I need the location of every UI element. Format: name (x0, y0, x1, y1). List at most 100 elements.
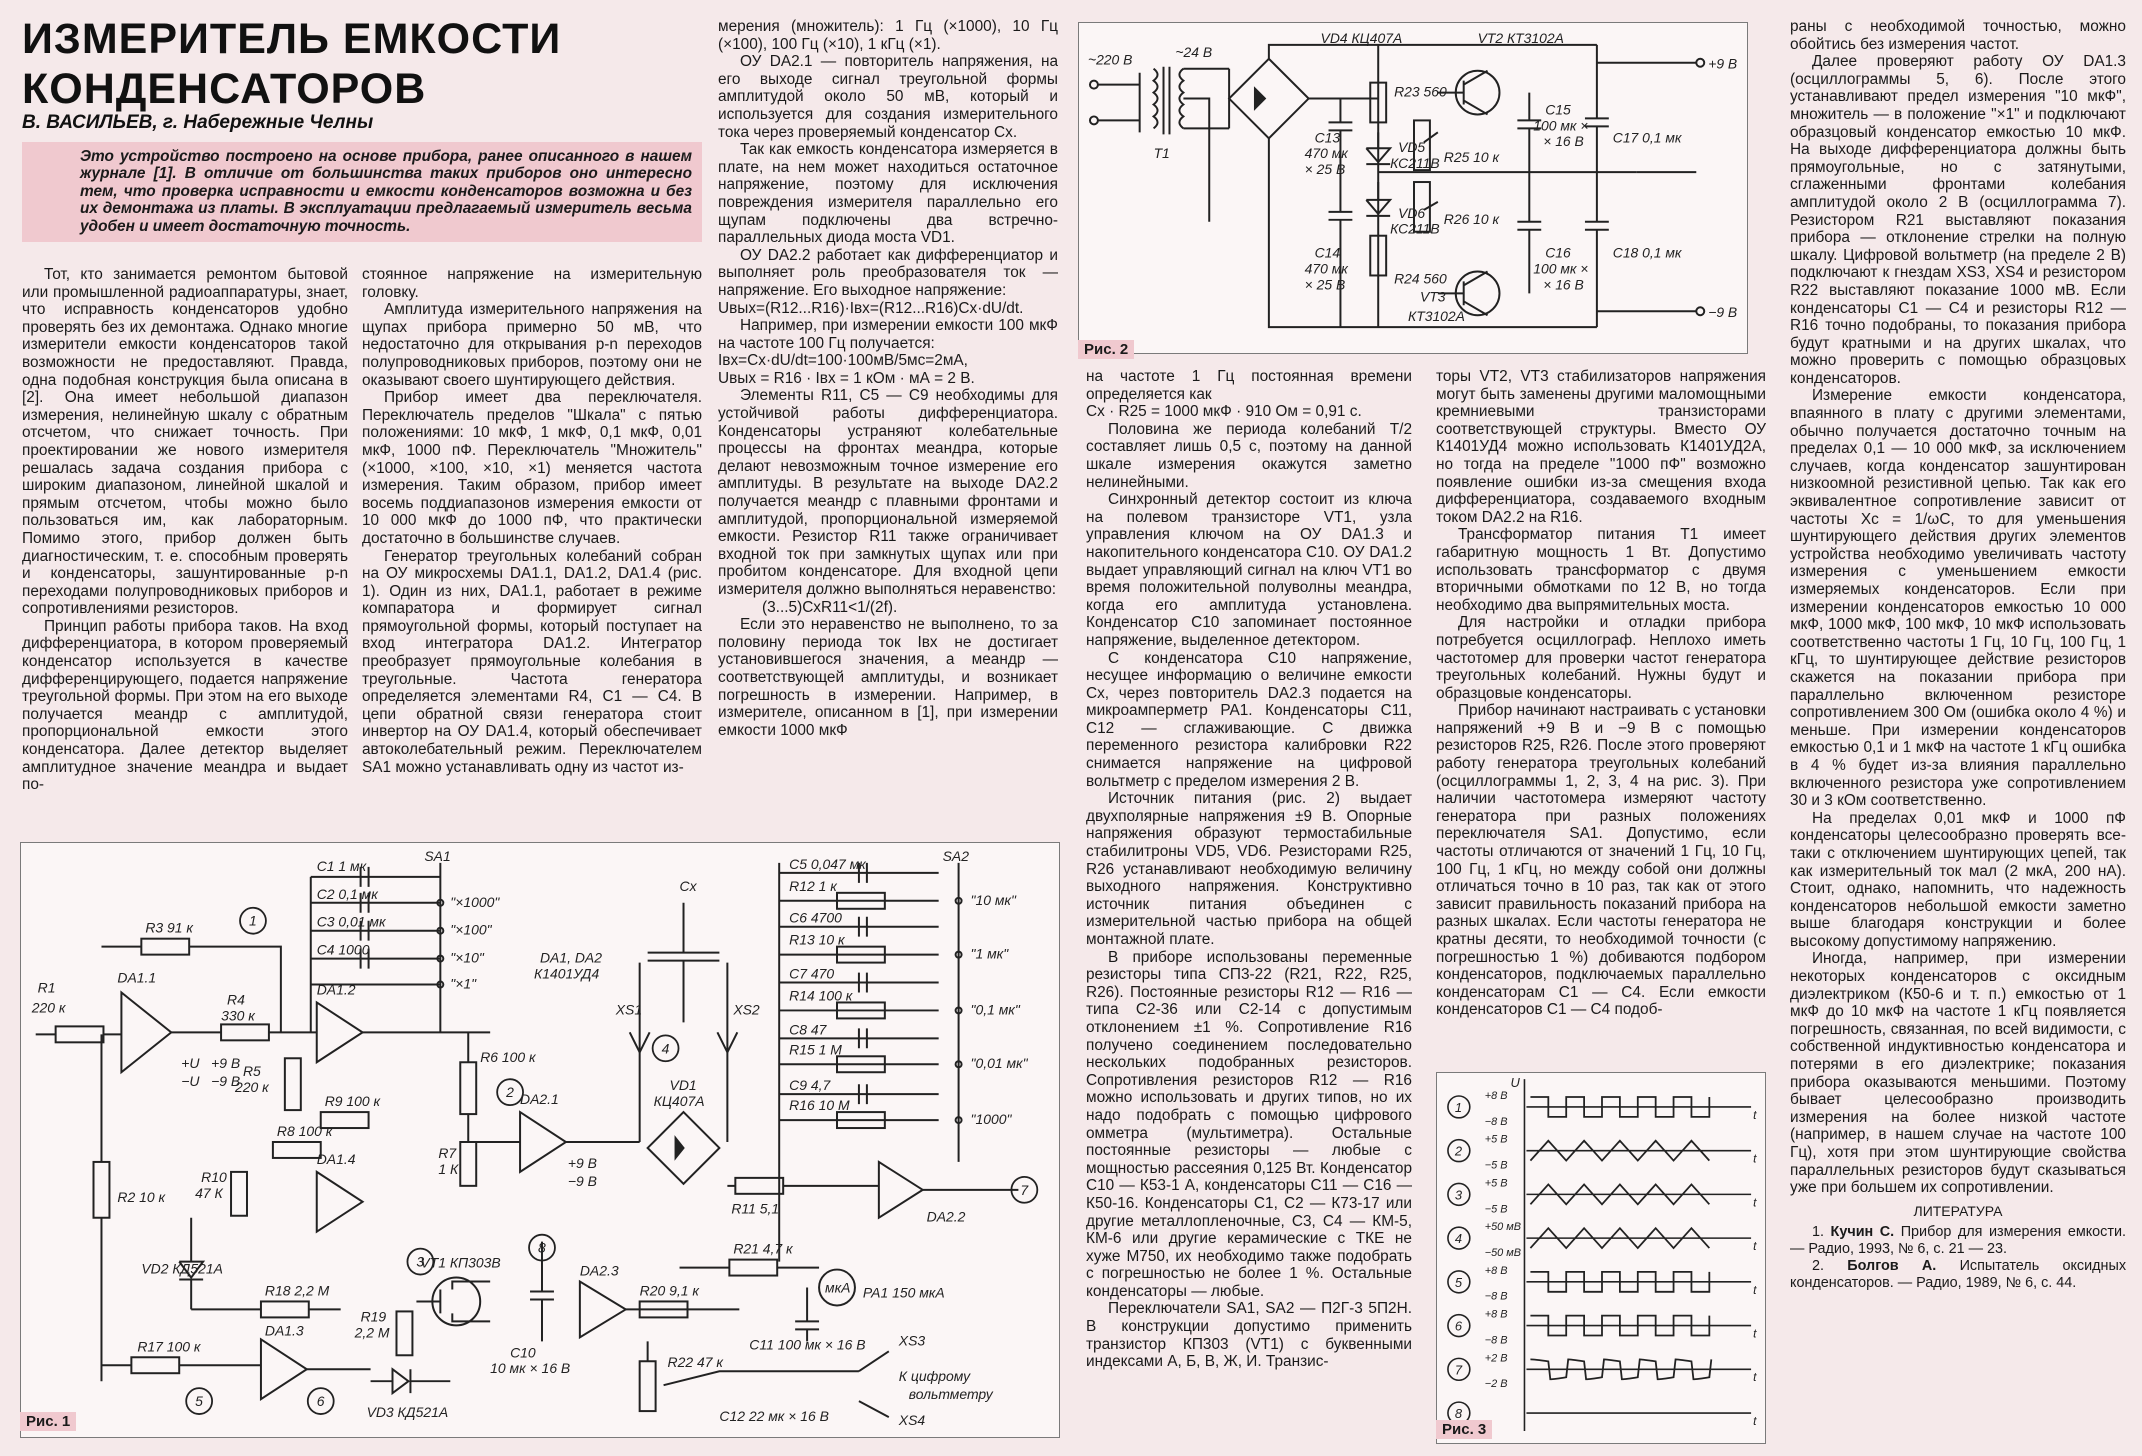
oscillogram-number-circle (1447, 1095, 1471, 1119)
column-4: на частоте 1 Гц постоянная времени опред… (1086, 368, 1412, 1444)
label-vd1v: КЦ407А (654, 1093, 705, 1109)
oscillogram-top-level: +5 В (1485, 1134, 1508, 1146)
formula: Cx · R25 = 1000 мкФ · 910 Ом = 0,91 с. (1086, 403, 1362, 421)
paragraph: торы VT2, VT3 стабилизаторов напряжения … (1436, 368, 1766, 526)
label-c1: C1 1 мк (317, 858, 368, 874)
label-c14w: × 25 В (1305, 276, 1346, 292)
oscillogram-waveform (1529, 1226, 1711, 1250)
paragraph: Прибор начинают настраивать с установки … (1436, 702, 1766, 1019)
label-r6: R6 100 к (480, 1049, 537, 1065)
label-sa2: SA2 (943, 848, 970, 864)
oscillogram-waveform (1530, 1358, 1713, 1381)
label-vd2: VD2 КД521А (141, 1261, 223, 1277)
label-r16: R16 10 М (789, 1097, 850, 1113)
label-c11: C11 100 мк × 16 В (749, 1336, 865, 1352)
paragraph: Например, при измерении емкости 100 мкФ … (718, 317, 1058, 352)
label-r25: R25 10 к (1444, 149, 1501, 165)
paragraph: мерения (множитель): 1 Гц (×1000), 10 Гц… (718, 18, 1058, 53)
oscillogram-bottom-level: −8 В (1485, 1291, 1508, 1303)
paragraph: Иногда, например, при измерении некоторы… (1790, 950, 2126, 1197)
label-da23: DA2.3 (580, 1263, 619, 1279)
label-ac: ~220 В (1088, 52, 1132, 68)
label-r7: R7 (438, 1145, 457, 1161)
label-p9-da21: +9 В (568, 1155, 597, 1171)
paragraph: На пределах 0,01 мкФ и 1000 пФ конденсат… (1790, 809, 2126, 950)
label-u-plus: +U (181, 1055, 200, 1071)
label-vd4: VD4 КЦ407А (1321, 30, 1403, 46)
article-title: ИЗМЕРИТЕЛЬ ЕМКОСТИ КОНДЕНСАТОРОВ (22, 15, 562, 113)
label-r23: R23 560 (1394, 84, 1447, 100)
oscillogram-number-circle (1447, 1182, 1471, 1207)
label-c16w: × 16 В (1543, 276, 1584, 292)
label-c10: C10 (510, 1344, 536, 1360)
label-m10: "×10" (450, 950, 485, 966)
oscillogram-number-circle (1447, 1357, 1471, 1382)
paragraph: на частоте 1 Гц постоянная времени опред… (1086, 368, 1412, 403)
label-r24: R24 560 (1394, 270, 1447, 286)
oscillogram-waveform (1530, 1096, 1711, 1118)
label-sa1: SA1 (424, 848, 450, 864)
schematic-fig2: ~220 В ~24 В T1 VD4 КЦ407А VT2 КТ3102А R… (1088, 30, 1737, 329)
label-m1: "×1" (450, 976, 477, 992)
label-r4: R4 (227, 991, 245, 1007)
label-xs3: XS3 (898, 1332, 926, 1348)
label-mka: мкА (825, 1279, 850, 1295)
label-da14: DA1.4 (317, 1151, 356, 1167)
label-da21: DA2.1 (520, 1091, 559, 1107)
label-r21: R21 4,7 к (733, 1241, 794, 1257)
oscillogram-bottom-level: −5 В (1485, 1203, 1508, 1215)
oscillogram-number: 3 (1455, 1187, 1463, 1202)
label-m9: −9 В (1708, 304, 1737, 320)
oscillogram-bottom-level: −8 В (1485, 1334, 1508, 1346)
reference-item: 1. Кучин С. Прибор для измерения емкости… (1790, 1224, 2126, 1258)
oscillogram-number-circle (1447, 1138, 1471, 1163)
node-1: 1 (249, 913, 257, 929)
paragraph: Синхронный детектор состоит из ключа на … (1086, 491, 1412, 649)
label-c13w: × 25 В (1305, 161, 1346, 177)
label-c16v: 100 мк × (1533, 260, 1588, 276)
references-title: ЛИТЕРАТУРА (1913, 1202, 2003, 1219)
label-ac24: ~24 В (1175, 44, 1212, 60)
label-da13: DA1.3 (265, 1322, 304, 1338)
oscillogram-number-circle (1447, 1226, 1471, 1250)
oscillogram-t-label: t (1753, 1414, 1757, 1428)
formula: Iвх=Cx·dU/dt=100·100мВ/5мс=2мА, (718, 352, 968, 370)
label-vd6: VD6 (1398, 205, 1425, 221)
label-da11: DA1.1 (117, 970, 156, 986)
label-t1: T1 (1154, 145, 1170, 161)
reference-item: 2. Болгов А. Испытатель оксидных конденс… (1790, 1257, 2126, 1291)
label-s01mk: "0,1 мк" (971, 1001, 1021, 1017)
label-c3: C3 0,01 мк (317, 914, 387, 930)
label-c14v: 470 мк (1305, 260, 1350, 276)
paragraph: Источник питания (рис. 2) выдает двухпол… (1086, 790, 1412, 948)
label-vd1: VD1 (670, 1077, 697, 1093)
label-c12: C12 22 мк × 16 В (719, 1408, 829, 1424)
node-4: 4 (662, 1040, 670, 1056)
oscillogram-top-level: +50 мВ (1485, 1221, 1521, 1233)
label-r14: R14 100 к (789, 987, 854, 1003)
oscillogram-bottom-level: −50 мВ (1485, 1247, 1521, 1259)
oscillogram-number: 8 (1455, 1406, 1463, 1421)
label-c15: C15 (1545, 101, 1571, 117)
label-r1: R1 (38, 979, 56, 995)
label-dvm2: вольтметру (909, 1386, 994, 1402)
oscillogram-bottom-level: −8 В (1485, 1116, 1508, 1128)
figure-1-schematic: R1 220 к R3 91 к DA1.1 R2 10 к R4 330 к … (20, 842, 1060, 1438)
column-3: мерения (множитель): 1 Гц (×1000), 10 Гц… (718, 18, 1058, 834)
label-c10v: 10 мк × 16 В (490, 1360, 570, 1376)
label-p9-da11: +9 В (211, 1055, 240, 1071)
label-c7: C7 470 (789, 966, 834, 982)
label-c18: C18 0,1 мк (1613, 245, 1683, 261)
paragraph: Элементы R11, C5 — C9 необходимы для уст… (718, 387, 1058, 598)
oscillogram-waveform (1529, 1139, 1711, 1162)
label-c15v: 100 мк × (1533, 117, 1588, 133)
article-author: В. ВАСИЛЬЕВ, г. Набережные Челны (22, 112, 374, 133)
figure-2-caption: Рис. 2 (1078, 340, 1135, 359)
label-m100: "×100" (450, 922, 492, 938)
label-vt3v: КТ3102А (1408, 308, 1465, 324)
label-xs2: XS2 (732, 1001, 760, 1017)
oscillogram-number: 2 (1454, 1144, 1462, 1159)
paragraph: С конденсатора C10 напряжение, несущее и… (1086, 649, 1412, 790)
label-xs4: XS4 (898, 1412, 926, 1428)
label-c8: C8 47 (789, 1021, 827, 1037)
